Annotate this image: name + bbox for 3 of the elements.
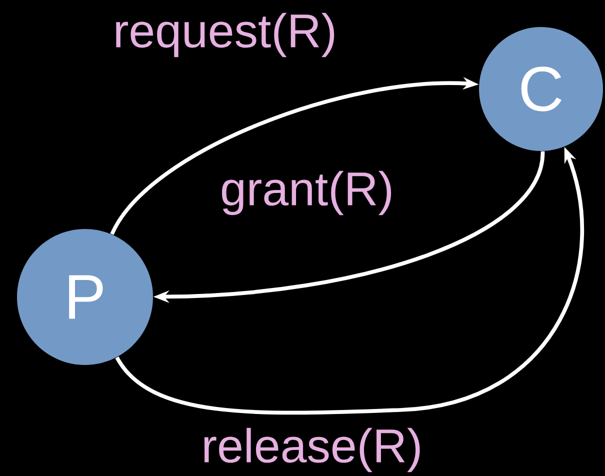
edge-label: release(R) bbox=[200, 426, 424, 474]
edge-label: request(R) bbox=[111, 11, 339, 59]
edge-label: grant(R) bbox=[218, 169, 396, 217]
